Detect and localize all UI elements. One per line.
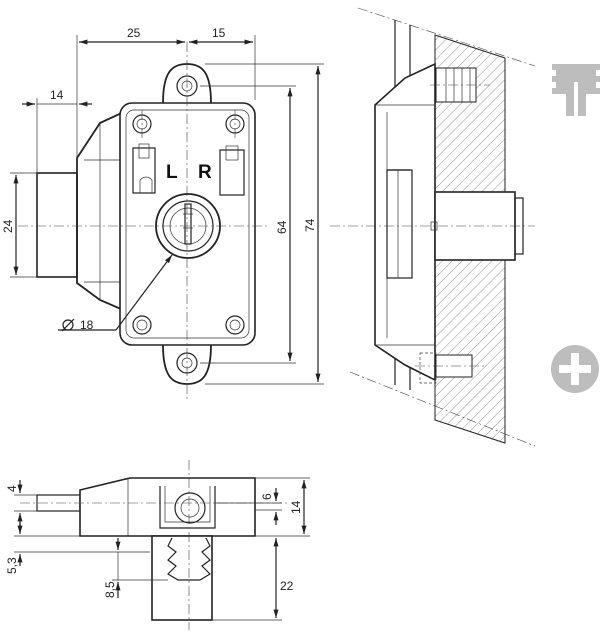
front-view: L R 25 15 14 24 64: [1, 26, 324, 400]
dim-14: 14: [50, 88, 64, 102]
key-slot: [184, 203, 192, 245]
dim-8-5: 8,5: [103, 581, 117, 598]
dim-diameter-18: 18: [80, 318, 94, 332]
dim-5-3: 5,3: [5, 557, 19, 574]
bolt-slot: [386, 169, 413, 279]
dim-64: 64: [275, 220, 289, 234]
dim-6: 6: [260, 493, 274, 500]
right-switch: [219, 149, 245, 196]
dim-4: 4: [5, 485, 19, 492]
switch-label-right: R: [198, 162, 212, 183]
top-dowel: [430, 67, 490, 103]
bottom-screw-side: [415, 352, 485, 384]
dim-74: 74: [303, 218, 317, 232]
bottom-housing: [79, 477, 256, 537]
dim-25: 25: [127, 26, 141, 40]
diameter-symbol: [62, 319, 74, 331]
switch-label-left: L: [166, 162, 178, 183]
dim-14-bottom: 14: [289, 500, 303, 514]
dowel-icon: [552, 64, 600, 116]
dim-22: 22: [280, 579, 294, 593]
dim-15: 15: [212, 26, 226, 40]
lock-body-side: [374, 62, 436, 382]
bottom-view: 4 5,3 8,5 6 14 22: [5, 460, 310, 630]
dim-24: 24: [1, 219, 15, 233]
bottom-cylinder: [151, 535, 213, 621]
side-section-view: [330, 7, 536, 447]
left-switch: [132, 147, 156, 194]
bottom-boss: [174, 492, 206, 524]
cross-screw-icon: [551, 345, 599, 393]
lock-cylinder-side: [36, 172, 78, 278]
lock-body: [119, 102, 256, 346]
